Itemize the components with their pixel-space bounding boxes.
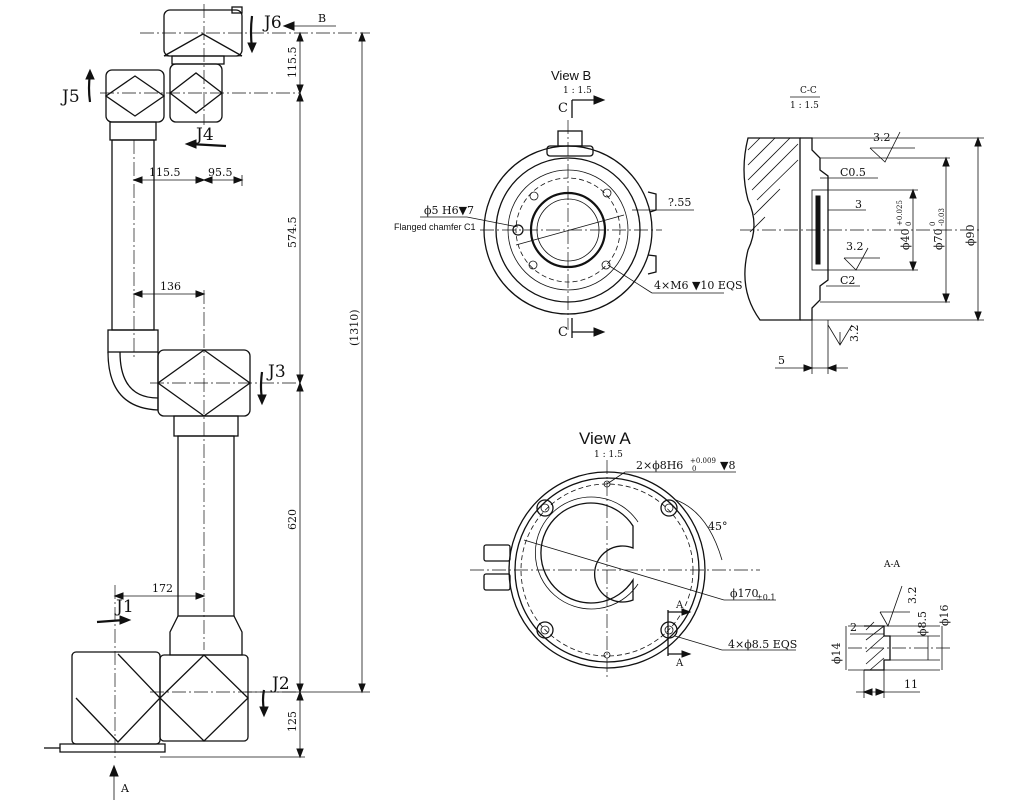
section-cc-chamfer-c05: C0.5 — [840, 166, 866, 179]
view-b-callout-screws: 4×M6 ▼10 EQS — [654, 279, 743, 292]
section-cc-scale: 1 : 1.5 — [790, 101, 819, 111]
section-aa-rough: 3.2 — [906, 587, 919, 605]
svg-text:0: 0 — [692, 465, 696, 473]
section-cc-chamfer-c2: C2 — [840, 274, 855, 287]
joint-label-j3: J3 — [266, 362, 286, 382]
section-cc-title: C-C — [800, 86, 817, 96]
dim-620: 620 — [286, 509, 299, 530]
dim-136: 136 — [160, 280, 181, 293]
view-a-callout-holes: 4×ϕ8.5 EQS — [728, 638, 797, 651]
section-aa-dim-11: 11 — [904, 678, 918, 691]
view-b-section-c-top: C — [558, 101, 568, 116]
dim-125: 125 — [286, 711, 299, 732]
svg-text:+0.009: +0.009 — [690, 457, 716, 465]
section-aa-dim-d8-5: ϕ8.5 — [916, 611, 929, 636]
dim-1310: (1310) — [348, 309, 361, 346]
view-arrow-a: A — [120, 782, 130, 795]
view-b-title: View B — [551, 68, 591, 83]
joint-label-j6: J6 — [262, 13, 282, 33]
view-a-section-a-top: A — [675, 600, 684, 611]
section-aa-title: A-A — [883, 560, 901, 570]
section-aa-drawing — [845, 585, 950, 698]
section-aa-dim-d14: ϕ14 — [830, 643, 843, 665]
view-b-section-c-bottom: C — [558, 325, 568, 340]
view-a-section-a-bottom: A — [675, 658, 684, 669]
dim-115-5-top: 115.5 — [286, 47, 299, 79]
svg-text:▼8: ▼8 — [720, 459, 735, 472]
view-a-callout-pins: 2×ϕ8H6 +0.009 0 ▼8 — [636, 457, 735, 473]
view-a-callout-pcd: ϕ170 ±0.1 — [730, 587, 775, 602]
section-cc-rough-bottom: 3.2 — [848, 325, 861, 343]
svg-text:ϕ70: ϕ70 — [932, 229, 945, 251]
section-cc-dim-d90: ϕ90 — [964, 225, 977, 247]
svg-text:-0.03: -0.03 — [938, 208, 946, 226]
view-b-scale: 1 : 1.5 — [563, 86, 592, 96]
dim-115-5-h: 115.5 — [149, 166, 181, 179]
view-a-base — [470, 460, 796, 680]
dim-95-5: 95.5 — [208, 166, 233, 179]
view-a-angle: 45° — [708, 520, 728, 533]
joint-label-j5: J5 — [60, 87, 80, 107]
section-cc-rough-top: 3.2 — [873, 131, 891, 144]
section-aa-dim-d16: ϕ16 — [938, 605, 951, 627]
section-cc-dim-d70: ϕ70 0 -0.03 — [929, 208, 946, 250]
view-arrow-b: B — [318, 12, 326, 25]
view-b-callout-angle: ?.55 — [668, 196, 691, 209]
section-aa-dim-2: 2 — [850, 621, 857, 634]
view-a-title: View A — [579, 429, 631, 448]
svg-text:±0.1: ±0.1 — [756, 593, 775, 602]
view-b-callout-hole: ϕ5 H6▼7 — [424, 204, 474, 217]
joint-label-j4: J4 — [194, 125, 214, 145]
dim-574-5: 574.5 — [286, 217, 299, 249]
svg-text:ϕ170: ϕ170 — [730, 587, 759, 600]
view-a-scale: 1 : 1.5 — [594, 450, 623, 460]
section-cc-dim-5: 5 — [778, 354, 785, 367]
svg-text:+0.025: +0.025 — [896, 200, 904, 226]
section-cc-dim-3: 3 — [855, 198, 862, 211]
section-cc-dim-d40: ϕ40 +0.025 0 — [896, 200, 913, 250]
view-b-callout-chamfer: Flanged chamfer C1 — [394, 222, 476, 232]
view-b-flange — [420, 95, 724, 338]
svg-text:ϕ40: ϕ40 — [899, 229, 912, 251]
robot-front-view — [44, 4, 370, 800]
section-cc-drawing — [740, 131, 984, 374]
joint-label-j1: J1 — [114, 597, 134, 617]
svg-text:0: 0 — [905, 222, 913, 226]
svg-text:0: 0 — [929, 222, 937, 226]
svg-text:2×ϕ8H6: 2×ϕ8H6 — [636, 459, 683, 472]
dim-172: 172 — [152, 582, 173, 595]
joint-label-j2: J2 — [270, 674, 290, 694]
section-cc-rough-mid: 3.2 — [846, 240, 864, 253]
